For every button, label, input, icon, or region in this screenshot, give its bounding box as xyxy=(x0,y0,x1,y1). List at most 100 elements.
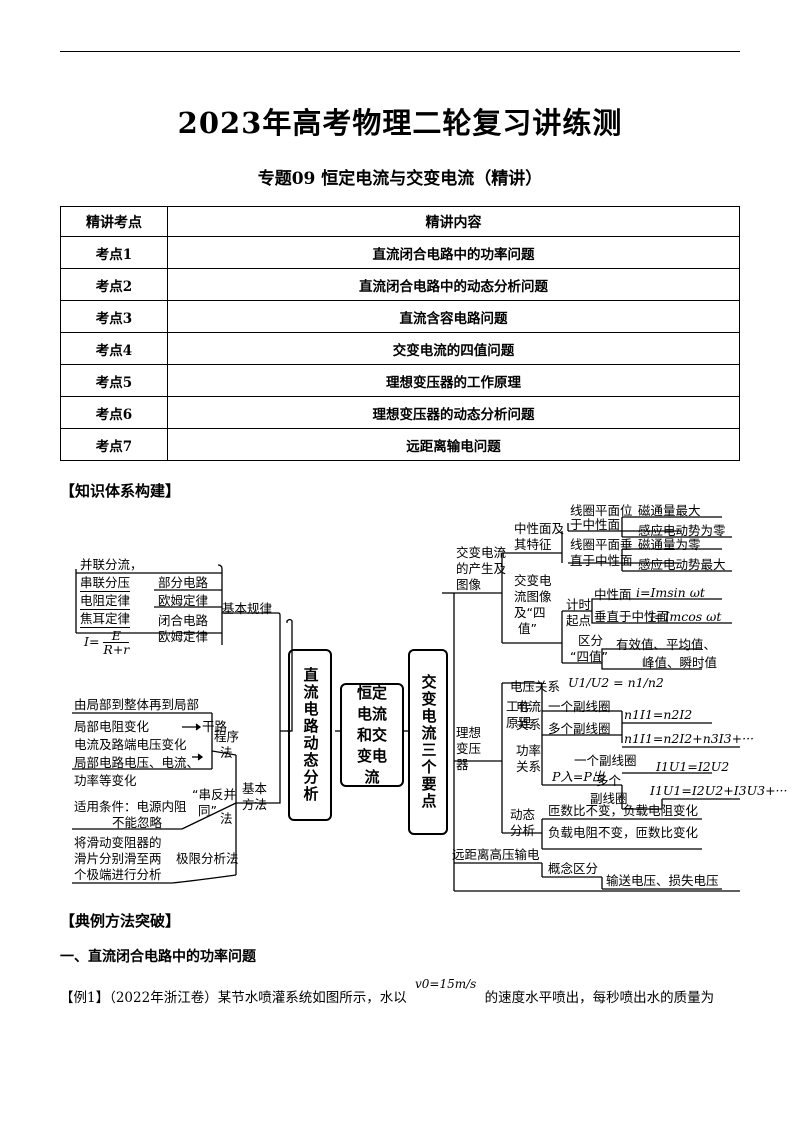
coil-perp-line-1: 线圈平面垂 xyxy=(570,537,633,552)
formula-i: I= E R+r xyxy=(84,629,130,657)
current-line-1: 电流 xyxy=(516,699,542,714)
voltage-rel-label: 电压关系 xyxy=(510,679,561,694)
mindmap-connectors xyxy=(72,516,740,892)
top-rule xyxy=(60,51,740,52)
timing-line-1: 计时 xyxy=(566,597,592,612)
row-content: 远距离输电问题 xyxy=(167,428,740,461)
coil-perp-line-2: 直于中性面 xyxy=(570,553,633,568)
row-point: 考点5 xyxy=(60,364,168,397)
neutral-plane-label: 中性面 xyxy=(594,587,632,602)
transmission-label: 输送电压、损失电压 xyxy=(606,873,719,888)
four-values-line-1: 有效值、平均值、 xyxy=(616,637,717,652)
neutral-line-2: 其特征 xyxy=(514,537,552,552)
method-line-4: 局部电路电压、电流、 xyxy=(74,755,200,770)
condition-line-1: 适用条件：电源内阻 xyxy=(74,799,187,814)
formula-power-one: I1U1=I2U2 xyxy=(656,759,730,774)
row-point: 考点4 xyxy=(60,332,168,365)
distinguish-line-2: “四值” xyxy=(570,649,608,664)
transformer-line-3: 器 xyxy=(456,757,469,772)
current-line-2: 关系 xyxy=(516,717,542,732)
row-content: 理想变压器的工作原理 xyxy=(167,364,740,397)
row-content: 直流闭合电路中的动态分析问题 xyxy=(167,268,740,301)
power-formula: P入=P出 xyxy=(552,769,605,784)
row-point: 考点6 xyxy=(60,396,168,429)
dynamic-option-a: 匝数比不变，负载电阻变化 xyxy=(548,803,699,818)
row-content: 交变电流的四值问题 xyxy=(167,332,740,365)
row-content: 直流闭合电路中的功率问题 xyxy=(167,236,740,269)
dynamic-line-1: 动态 xyxy=(510,807,536,822)
parallel-label: 并联分流， xyxy=(80,557,143,572)
dynamic-option-b: 负载电阻不变，匝数比变化 xyxy=(548,825,699,840)
working-line-2: 原理 xyxy=(506,715,532,730)
formula-cos: i=Imcos ωt xyxy=(650,609,722,624)
neutral-line-1: 中性面及 xyxy=(514,521,565,536)
generation-line-1: 交变电流 xyxy=(456,545,507,560)
generation-line-2: 的产生及 xyxy=(456,561,507,576)
center-node-box: 恒定电流和交变电流 xyxy=(340,683,404,787)
image-line-2: 流图像 xyxy=(514,589,552,604)
flux-max-label: 磁通量最大 xyxy=(638,503,701,518)
left-branch-node: 直流电路动态分析 xyxy=(288,649,332,821)
method-line-3: 电流及路端电压变化 xyxy=(74,737,187,752)
joule-law-label: 焦耳定律 xyxy=(80,611,131,628)
concept-label: 概念区分 xyxy=(548,861,599,876)
resistance-law-label: 电阻定律 xyxy=(80,593,131,610)
law-fa-label: 法 xyxy=(220,811,233,826)
transformer-line-2: 变压 xyxy=(456,741,482,756)
page-subtitle: 专题09 恒定电流与交变电流（精讲） xyxy=(257,169,543,189)
row-point: 考点7 xyxy=(60,428,168,461)
transformer-line-1: 理想 xyxy=(456,725,482,740)
formula-power-multi: I1U1=I2U2+I3U3+··· xyxy=(650,783,788,798)
generation-line-3: 图像 xyxy=(456,577,482,592)
procedure-label-2: 法 xyxy=(220,745,233,760)
perp-neutral-label: 垂直于中性面 xyxy=(594,609,670,624)
section-heading-1: 一、直流闭合电路中的功率问题 xyxy=(60,949,256,965)
timing-line-2: 起点 xyxy=(566,613,592,628)
limit-line-3: 个极端进行分析 xyxy=(74,867,162,882)
series-parallel-label-2: 同” xyxy=(198,803,217,818)
main-road-label: 干路 xyxy=(202,719,228,734)
four-values-line-2: 峰值、瞬时值 xyxy=(642,655,718,670)
series-parallel-label: “串反并 xyxy=(192,787,236,802)
ohm-law-1-label: 欧姆定律 xyxy=(158,593,209,608)
image-line-3: 及“四 xyxy=(514,605,546,620)
example-1-label: 【例1】（2022年浙江卷）某节水喷灌系统如图所示，水以 xyxy=(60,990,407,1006)
image-line-1: 交变电 xyxy=(514,573,552,588)
method-line-1: 由局部到整体再到局部 xyxy=(74,697,200,712)
right-branch-node: 交变电流三个要点 xyxy=(408,649,448,835)
row-point: 考点3 xyxy=(60,300,168,333)
long-distance-label: 远距离高压输电 xyxy=(452,847,540,862)
formula-i-prefix: I= xyxy=(84,634,100,649)
row-point: 考点1 xyxy=(60,236,168,269)
example-1-formula: v0=15m/s xyxy=(415,977,477,991)
multi-secondary-2a-label: 多个 xyxy=(596,773,622,788)
limit-line-1: 将滑动变阻器的 xyxy=(74,835,162,850)
coil-pos-line-1: 线圈平面位 xyxy=(570,503,633,518)
section-knowledge: 【知识体系构建】 xyxy=(60,482,181,500)
one-secondary-label: 一个副线圈 xyxy=(548,699,611,714)
power-line-1: 功率 xyxy=(516,743,542,758)
example-1-rest: 的速度水平喷出，每秒喷出水的质量为 xyxy=(484,990,715,1006)
multi-secondary-2b-label: 副线圈 xyxy=(590,791,628,806)
dynamic-line-2: 分析 xyxy=(510,823,536,838)
partial-circuit-label: 部分电路 xyxy=(158,575,209,590)
method-line-2: 局部电阻变化 xyxy=(74,719,150,734)
knowledge-mindmap: 恒定电流和交变电流 直流电路动态分析 交变电流三个要点 基本规律 并联分流， 串… xyxy=(62,503,787,895)
limit-method-label: 极限分析法 xyxy=(176,851,239,866)
working-line-1: 工作 xyxy=(506,699,532,714)
formula-i-denominator: R+r xyxy=(103,642,130,657)
closed-circuit-label: 闭合电路 xyxy=(158,613,209,628)
series-label: 串联分压 xyxy=(80,575,131,592)
formula-one-secondary: n1I1=n2I2 xyxy=(624,707,693,722)
power-line-2: 关系 xyxy=(516,759,542,774)
center-node: 恒定电流和交变电流 xyxy=(356,683,387,786)
basic-method-label: 基本 xyxy=(242,781,268,796)
one-secondary-2-label: 一个副线圈 xyxy=(574,753,637,768)
emf-max-label: 感应电动势最大 xyxy=(638,557,726,572)
